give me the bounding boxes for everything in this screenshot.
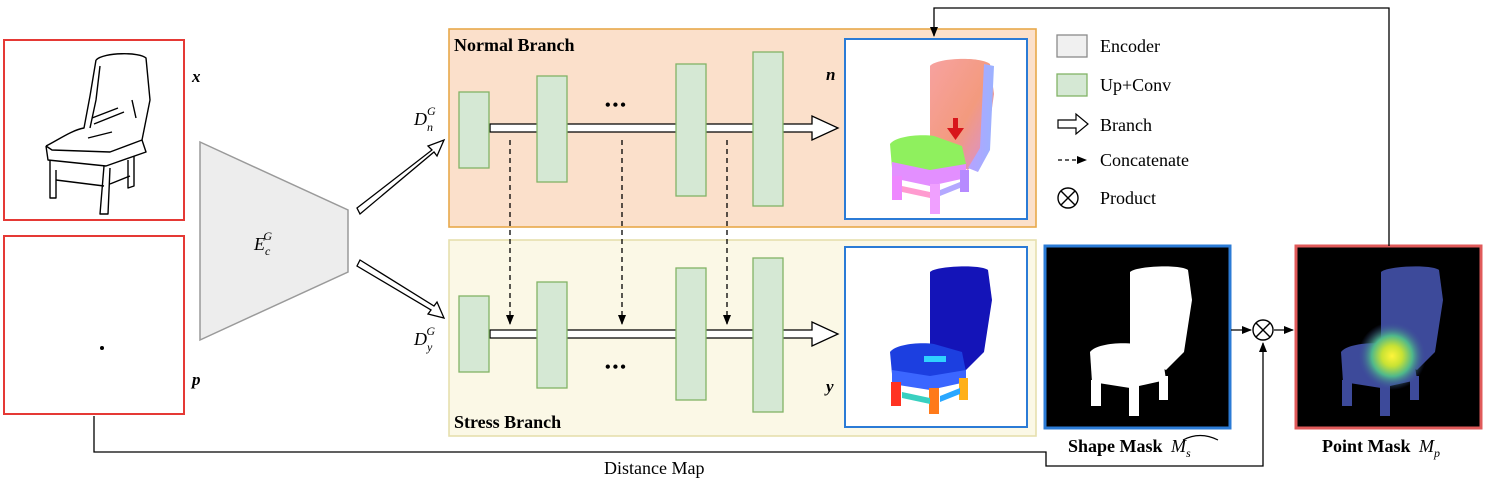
chair-sketch-image [45,53,151,215]
stress-decoder-label: DyG [413,324,435,354]
branch-arrow-to-normal [356,138,446,216]
stress-ellipsis: ••• [605,359,628,376]
shape-mask-label: Shape Mask Ms [1068,436,1191,460]
stress-branch-title: Stress Branch [454,412,561,432]
upconv-block [675,267,707,401]
normal-branch-title: Normal Branch [454,35,575,55]
sketch-input-label: x [191,67,201,86]
shape-mask-chair-image [1090,266,1192,416]
legend-upconv-swatch [1056,73,1088,97]
normal-decoder-label: DnG [413,104,436,134]
connectors [93,7,1390,467]
upconv-block [752,257,784,413]
normal-map-output [844,38,1028,220]
upconv-block [458,91,490,169]
stress-output-label: y [824,377,834,396]
legend-product-label: Product [1100,188,1156,208]
upconv-block [536,281,568,389]
legend-upconv-label: Up+Conv [1100,75,1171,95]
stress-map-output [844,246,1028,428]
branch-arrow-to-stress [356,259,446,319]
distance-map-label: Distance Map [604,458,704,478]
upconv-block [675,63,707,197]
stress-map-chair-image [890,266,992,414]
normal-ellipsis: ••• [605,97,628,114]
point-mask-panel: Point Mask Mp [1294,244,1483,460]
point-input-label: p [190,370,201,389]
normal-map-chair-image [890,58,994,214]
sketch-input-panel: x [3,39,201,221]
legend-encoder-label: Encoder [1100,36,1160,56]
upconv-block [752,51,784,207]
upconv-block [536,75,568,183]
legend-branch-label: Branch [1100,115,1152,135]
legend: Encoder Up+Conv Branch Concatenate Produ… [1056,34,1189,209]
upconv-block [458,295,490,373]
product-operator [1252,319,1274,341]
encoder-block: EcG [199,140,349,342]
point-mask-label: Point Mask Mp [1322,436,1440,460]
point-input-panel: p [3,235,201,415]
point-mask-hotspot [1358,322,1426,390]
legend-branch-icon [1057,112,1089,136]
shape-mask-panel: Shape Mask Ms [1043,244,1232,460]
legend-encoder-swatch [1056,34,1088,58]
encoder-label: EcG [253,229,272,258]
legend-product-icon [1057,187,1079,209]
legend-concatenate-label: Concatenate [1100,150,1189,170]
shape-mask-hat-accent [1182,434,1219,441]
normal-output-label: n [826,65,835,84]
point-dot [100,346,104,350]
concatenate-arrows [506,140,731,325]
